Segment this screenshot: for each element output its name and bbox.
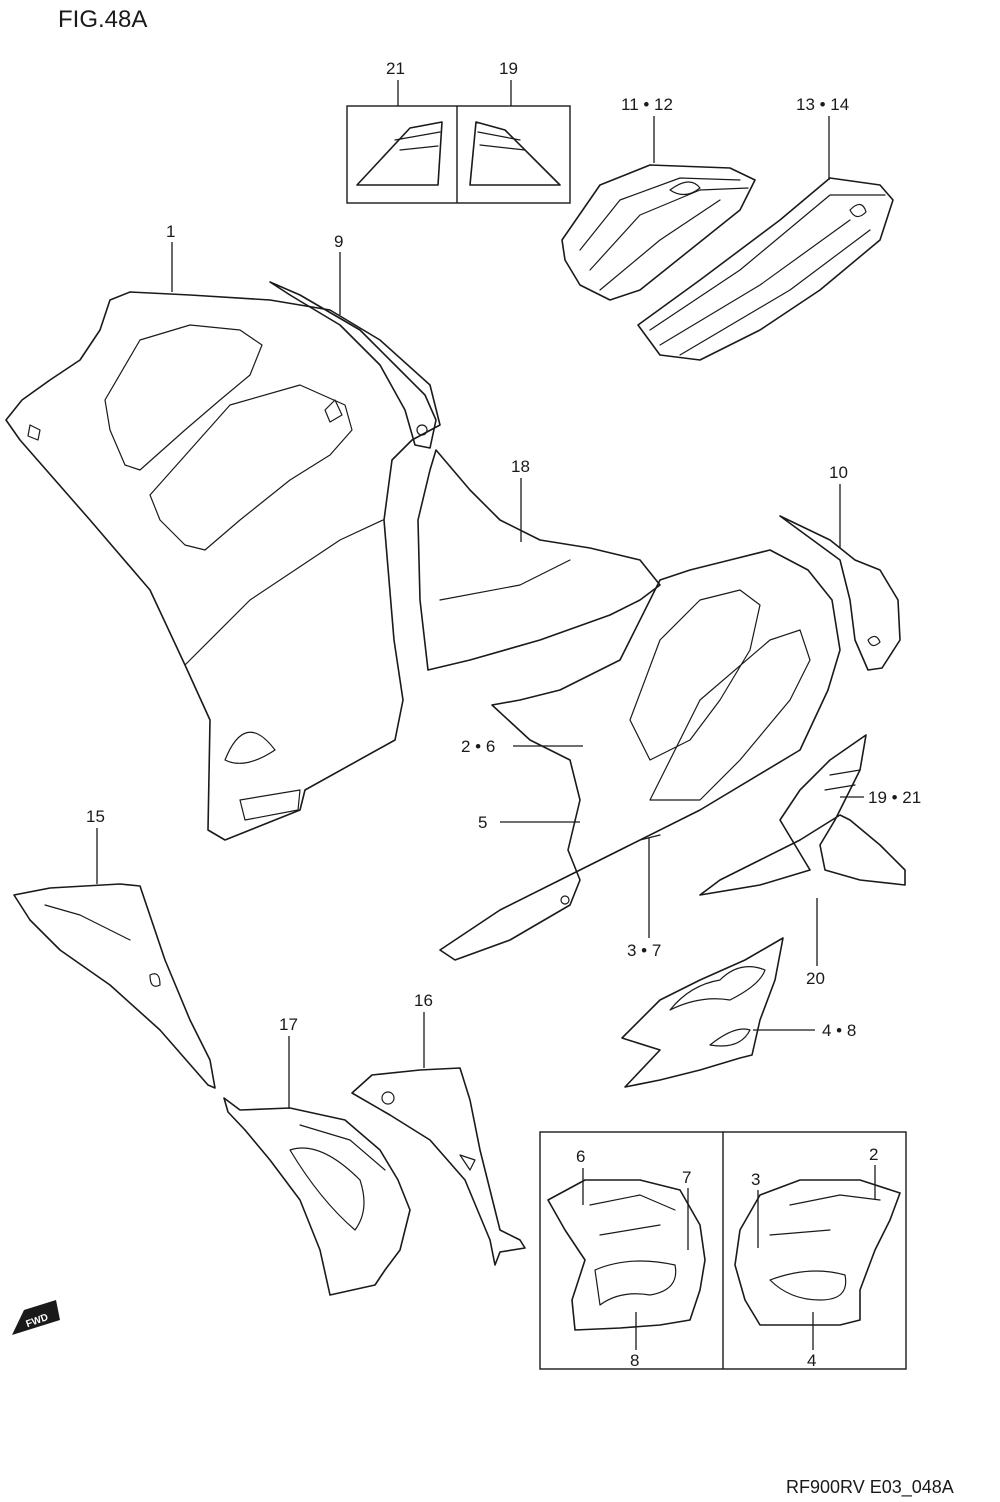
callout-1: 1 xyxy=(166,222,175,241)
inset-box-19-21 xyxy=(346,105,571,204)
callout-10: 10 xyxy=(829,463,848,482)
figure-code: RF900RV E03_048A xyxy=(786,1477,954,1498)
part-2-6-5-lower-fairing xyxy=(439,549,841,961)
callout-inset-3: 3 xyxy=(751,1170,760,1189)
callout-11-12: 11 • 12 xyxy=(621,95,673,114)
part-1-upper-cowling xyxy=(5,291,441,841)
part-18-inner-panel xyxy=(417,449,661,671)
callout-13-14: 13 • 14 xyxy=(796,95,849,114)
figure-title: FIG.48A xyxy=(58,6,147,33)
callout-17: 17 xyxy=(279,1015,298,1034)
part-19-21-20-right-panel xyxy=(699,734,906,896)
callout-inset-2: 2 xyxy=(869,1145,878,1164)
part-17-under-cowl xyxy=(223,1097,411,1296)
part-4-8-emblem-panel xyxy=(621,937,784,1088)
callout-21: 21 xyxy=(386,59,405,78)
callout-2-6: 2 • 6 xyxy=(461,737,495,756)
callout-18: 18 xyxy=(511,457,530,476)
part-15-side-piece xyxy=(13,883,216,1089)
callout-19-21: 19 • 21 xyxy=(868,788,921,807)
callout-16: 16 xyxy=(414,991,433,1010)
callout-inset-8: 8 xyxy=(630,1351,639,1370)
callout-19: 19 xyxy=(499,59,518,78)
callout-labels: 1 9 21 19 11 • 12 13 • 14 18 10 2 • 6 5 … xyxy=(86,59,921,1370)
callout-5: 5 xyxy=(478,813,487,832)
callout-20: 20 xyxy=(806,969,825,988)
callout-3-7: 3 • 7 xyxy=(627,941,661,960)
callout-inset-4: 4 xyxy=(807,1351,816,1370)
part-10-small-piece xyxy=(779,515,901,671)
inset-box-decals xyxy=(539,1131,907,1370)
part-13-14-lower-panel xyxy=(637,177,894,361)
callout-15: 15 xyxy=(86,807,105,826)
leader-lines xyxy=(96,80,876,1350)
part-9-trim-strip xyxy=(269,281,437,449)
callout-inset-6: 6 xyxy=(576,1147,585,1166)
fwd-arrow-icon: FWD xyxy=(12,1300,60,1335)
callout-9: 9 xyxy=(334,232,343,251)
callout-inset-7: 7 xyxy=(682,1168,691,1187)
callout-4-8: 4 • 8 xyxy=(822,1021,856,1040)
part-11-12-side-panel xyxy=(561,164,756,301)
part-16-inner-cover xyxy=(351,1067,526,1266)
